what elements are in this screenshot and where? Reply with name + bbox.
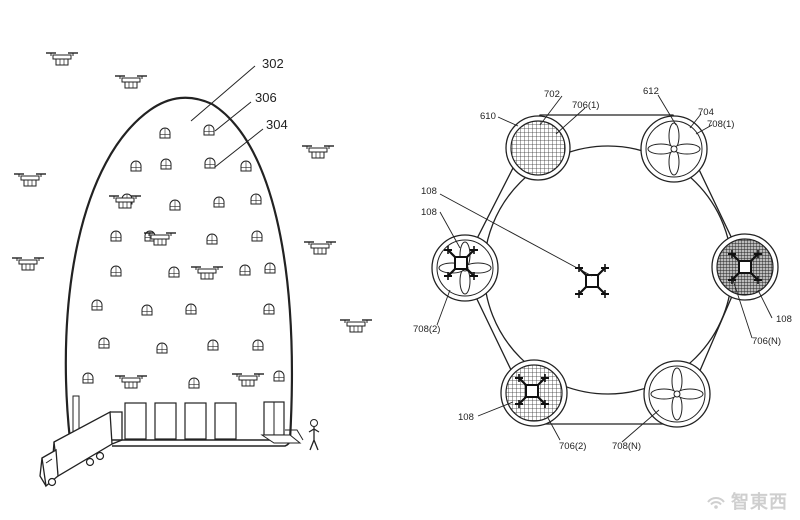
- label-708-n: 708(N): [612, 441, 641, 452]
- label-108-top: 108: [421, 186, 437, 197]
- label-704: 704: [698, 107, 714, 118]
- label-610: 610: [480, 111, 496, 122]
- station-bottom-left: [500, 359, 568, 427]
- person-figure: [308, 419, 320, 451]
- watermark-text: 智東西: [731, 492, 788, 513]
- wifi-signal-icon: [707, 497, 725, 509]
- label-304: 304: [266, 117, 288, 132]
- label-612: 612: [643, 86, 659, 97]
- station-fan-bottom-right: [643, 360, 711, 428]
- label-108-left: 108: [421, 207, 437, 218]
- label-108-right: 108: [776, 314, 792, 325]
- label-706-1: 706(1): [572, 100, 599, 111]
- left-figure-hive: 302 306 304: [11, 52, 373, 488]
- label-706-2: 706(2): [559, 441, 586, 452]
- flying-drones: [11, 52, 373, 333]
- leader-lines: [436, 94, 773, 443]
- label-306: 306: [255, 90, 277, 105]
- label-108-bottom: 108: [458, 412, 474, 423]
- entrance-door: [260, 401, 304, 444]
- hive-drones: [108, 195, 265, 389]
- right-figure-station-ring: 702 706(1) 610 612 704 708(1) 108 108 70…: [413, 86, 792, 452]
- station-fan-top-right: [640, 115, 708, 183]
- watermark: 智東西: [705, 488, 788, 514]
- delivery-truck: [39, 410, 123, 488]
- station-grid-top-left: [505, 115, 571, 181]
- label-708-2: 708(2): [413, 324, 440, 335]
- label-708-1: 708(1): [707, 119, 734, 130]
- inner-ring: [483, 145, 733, 395]
- label-302: 302: [262, 56, 284, 71]
- label-706-n: 706(N): [752, 336, 781, 347]
- loading-bays: [72, 395, 237, 441]
- hive-outline: [64, 96, 293, 441]
- station-right: [711, 233, 779, 301]
- station-left: [431, 234, 499, 302]
- window-grid: [82, 124, 285, 389]
- label-702: 702: [544, 89, 560, 100]
